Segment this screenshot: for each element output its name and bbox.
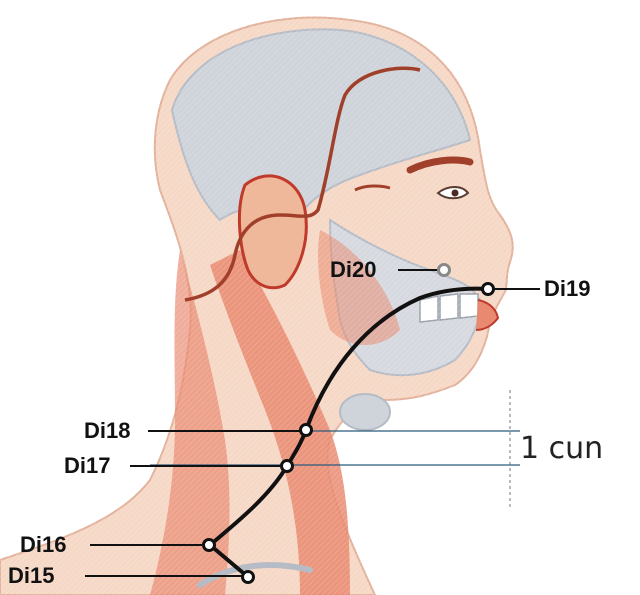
label-di15: Di15 [8,565,54,587]
point-di18 [301,425,312,436]
point-di15 [243,572,254,583]
label-di16: Di16 [20,534,66,556]
label-di18: Di18 [84,420,130,442]
point-di19 [483,284,494,295]
ear [239,176,306,288]
point-di16 [204,540,215,551]
point-di17 [282,461,293,472]
label-di17: Di17 [64,455,110,477]
eye-pupil [452,190,459,197]
label-di19: Di19 [544,278,590,300]
label-di20: Di20 [330,259,376,281]
measure-label-1-cun: 1 cun [520,434,603,464]
point-di20 [439,265,450,276]
larynx [340,394,390,430]
